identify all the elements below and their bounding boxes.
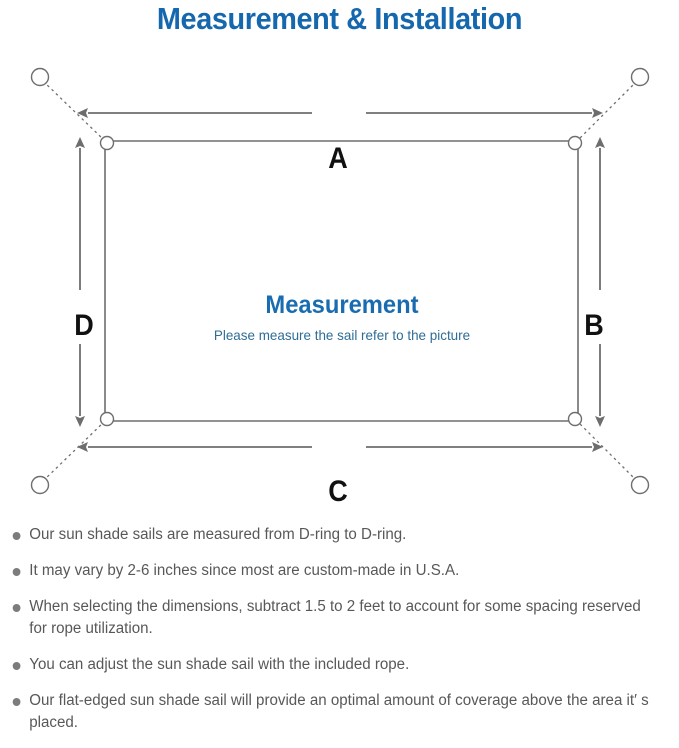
list-item: You can adjust the sun shade sail with t…	[0, 654, 662, 676]
measurement-diagram: A B C D Measurement Please measure the s…	[0, 48, 679, 516]
d-rings	[99, 135, 583, 427]
notes-list: Our sun shade sails are measured from D-…	[0, 524, 679, 748]
diagram-center-subtext: Please measure the sail refer to the pic…	[213, 327, 471, 343]
top-left-anchor-icon	[30, 67, 50, 87]
bullet-icon	[12, 604, 21, 612]
dimension-label-a: A	[328, 142, 348, 175]
page-title: Measurement & Installation	[156, 1, 523, 36]
top-left-d-ring-icon	[99, 135, 115, 151]
list-item-text: Our flat-edged sun shade sail will provi…	[29, 692, 649, 731]
bullet-icon	[12, 662, 21, 670]
rope-bottom-right	[576, 420, 638, 482]
bottom-right-anchor-icon	[630, 475, 650, 495]
rope-top-left	[42, 80, 106, 142]
bullet-icon	[12, 698, 21, 706]
list-item: Our sun shade sails are measured from D-…	[0, 524, 662, 546]
diagram-center-heading: Measurement	[265, 291, 419, 319]
rope-top-right	[576, 80, 638, 142]
list-item-text: Our sun shade sails are measured from D-…	[29, 526, 407, 543]
rope-bottom-left	[42, 420, 106, 482]
list-item-text: You can adjust the sun shade sail with t…	[29, 656, 410, 673]
dimension-label-b: B	[584, 309, 604, 342]
top-right-d-ring-icon	[567, 135, 583, 151]
list-item: Our flat-edged sun shade sail will provi…	[0, 690, 662, 734]
list-item-text: It may vary by 2-6 inches since most are…	[29, 562, 460, 579]
bottom-left-anchor-icon	[30, 475, 50, 495]
list-item: It may vary by 2-6 inches since most are…	[0, 560, 662, 582]
top-right-anchor-icon	[630, 67, 650, 87]
anchor-points	[30, 67, 650, 495]
dimension-arrows	[75, 108, 605, 452]
bullet-icon	[12, 532, 21, 540]
dimension-label-c: C	[328, 475, 348, 508]
bottom-left-d-ring-icon	[99, 411, 115, 427]
bullet-icon	[12, 568, 21, 576]
rope-lines	[42, 80, 638, 482]
list-item-text: When selecting the dimensions, subtract …	[29, 598, 641, 637]
bottom-right-d-ring-icon	[567, 411, 583, 427]
sail-outline	[104, 140, 579, 422]
dimension-label-d: D	[74, 309, 94, 342]
diagram-canvas	[30, 67, 650, 495]
list-item: When selecting the dimensions, subtract …	[0, 596, 662, 640]
